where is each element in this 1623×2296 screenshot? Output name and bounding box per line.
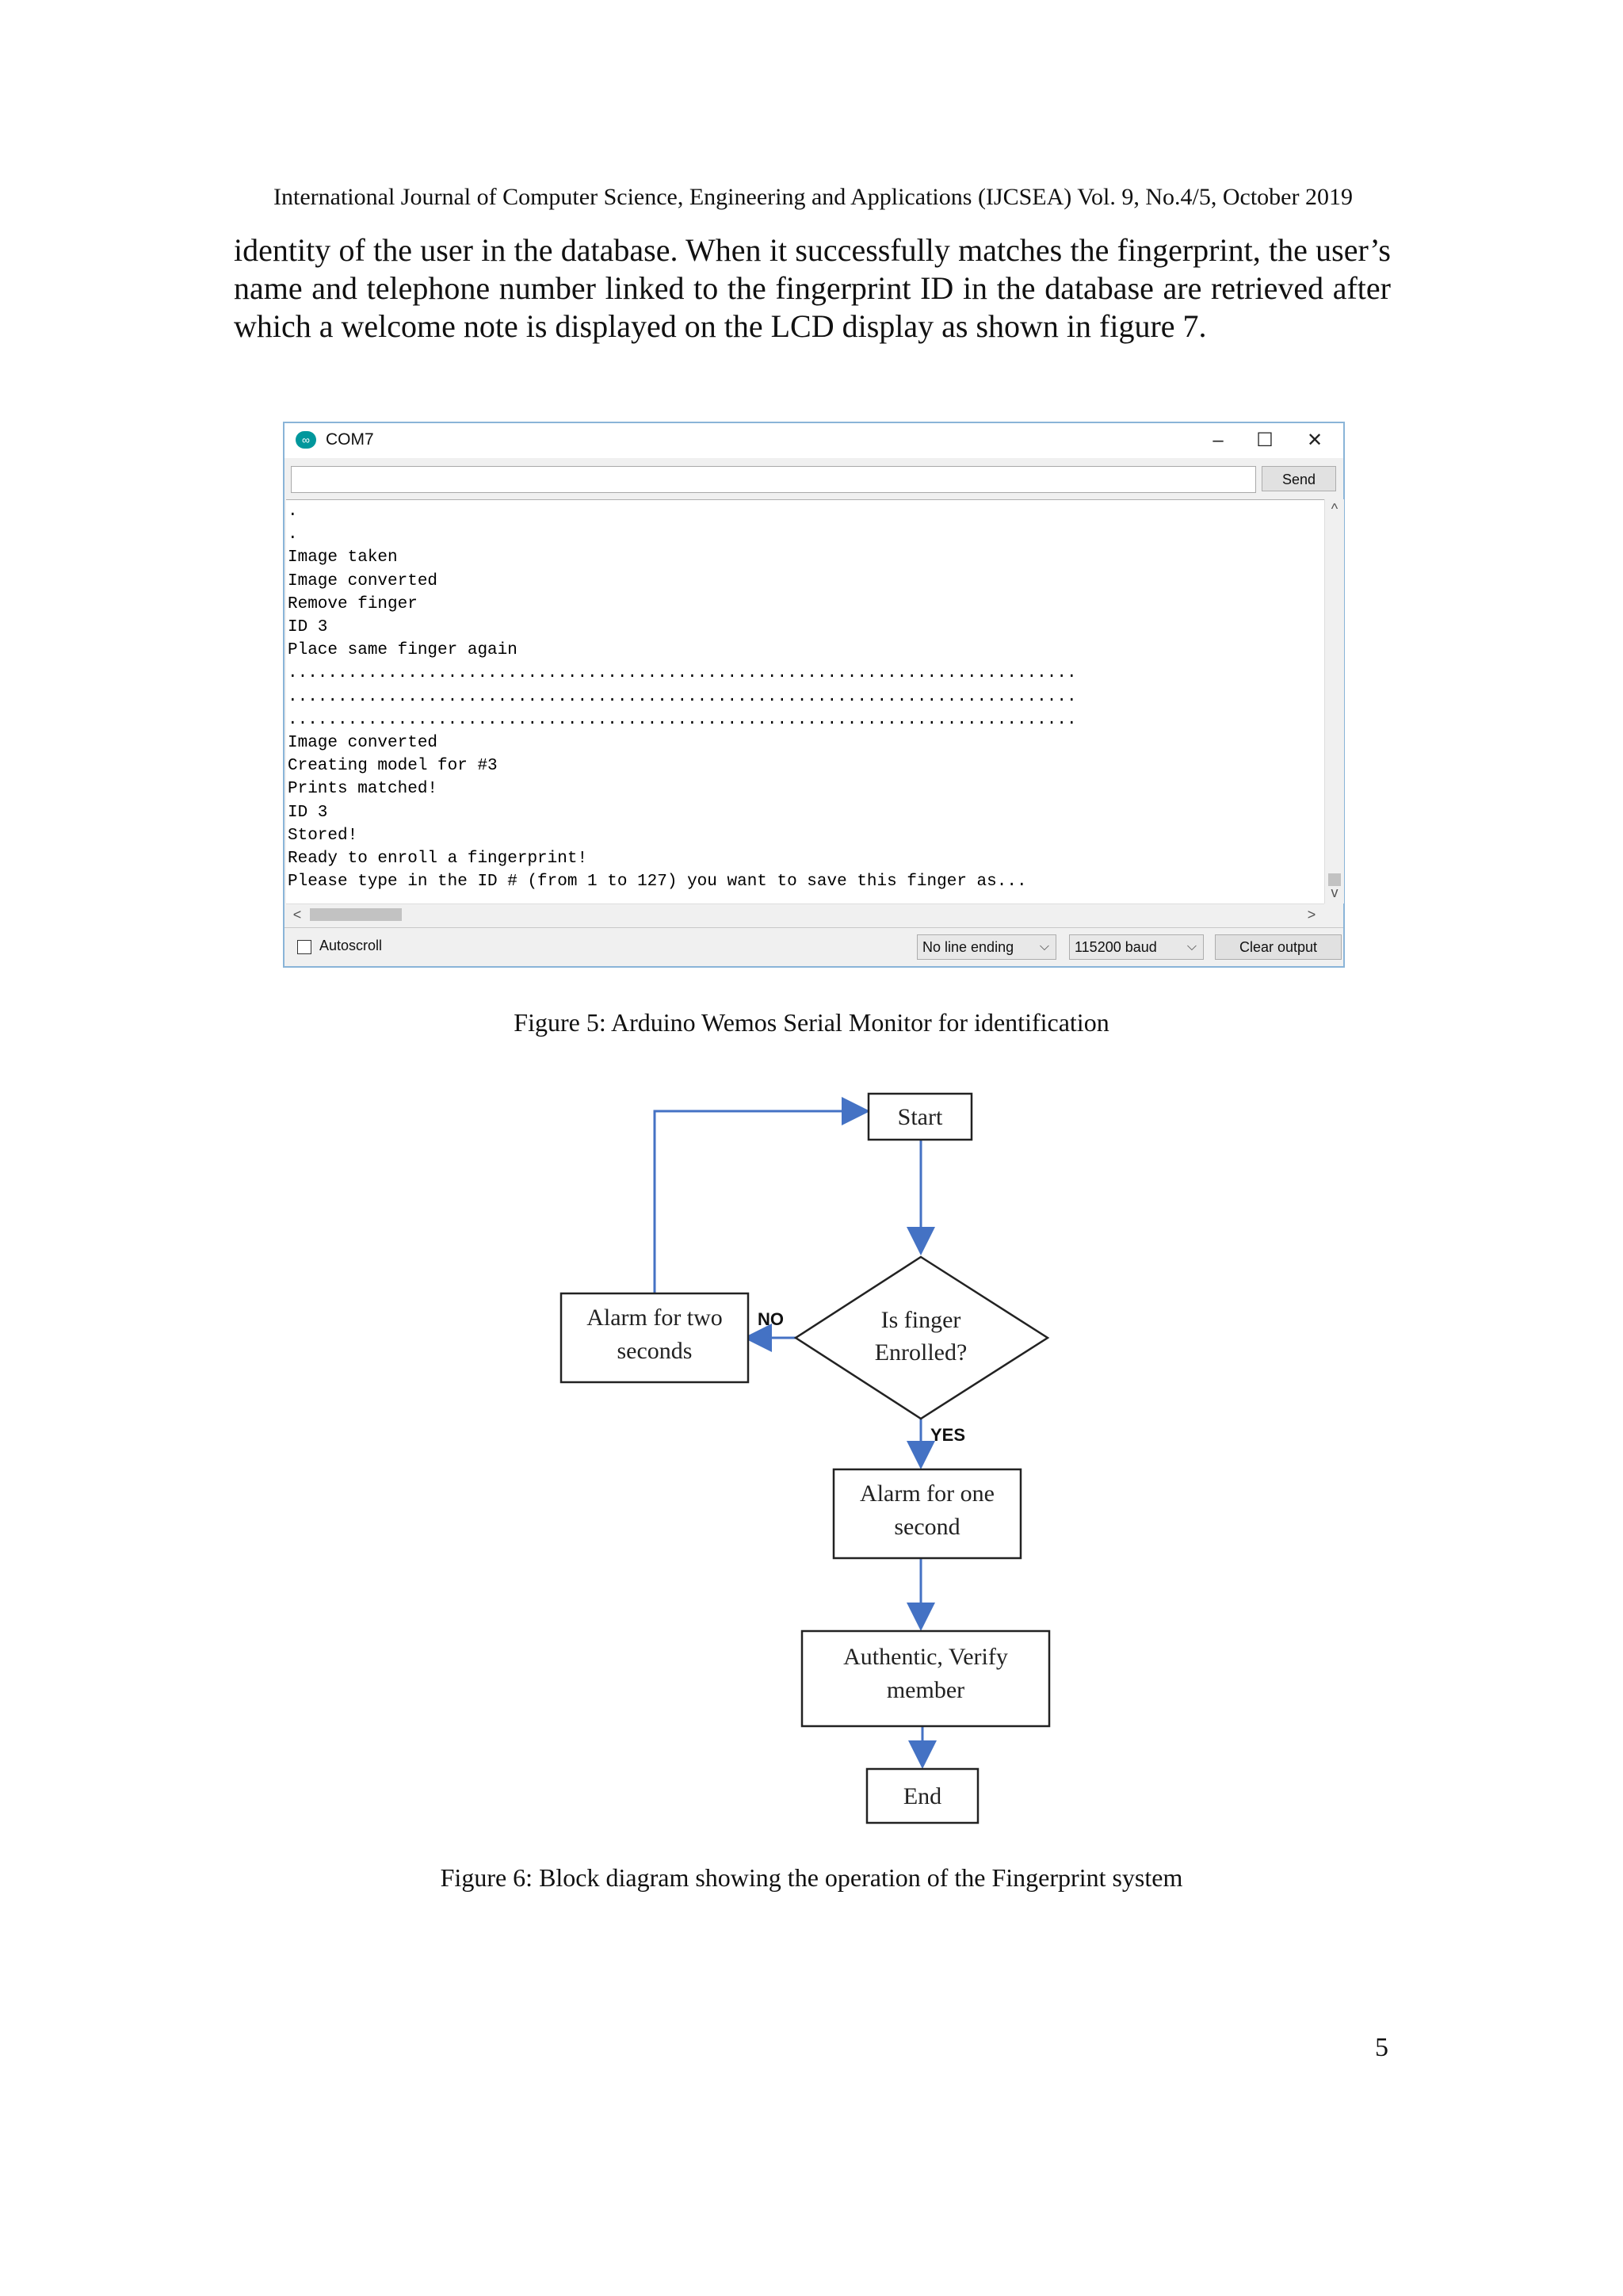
alarm-one-label-line2: second: [894, 1514, 960, 1540]
end-node: [865, 1767, 980, 1824]
decision-node: [793, 1255, 1050, 1420]
autoscroll-label: Autoscroll: [319, 938, 383, 953]
verify-label-line2: member: [887, 1677, 964, 1703]
body-paragraph: identity of the user in the database. Wh…: [234, 232, 1391, 344]
baud-rate-select[interactable]: 115200 baud ⌵: [1069, 934, 1204, 960]
output-line: ID 3: [288, 803, 328, 822]
vertical-scroll-thumb[interactable]: [1328, 873, 1341, 886]
edge-label-yes: YES: [930, 1425, 965, 1445]
line-ending-select[interactable]: No line ending ⌵: [917, 934, 1056, 960]
output-line: Image taken: [288, 548, 398, 567]
figure5-caption: Figure 5: Arduino Wemos Serial Monitor f…: [514, 1008, 1109, 1037]
output-line: Prints matched!: [288, 780, 438, 799]
minimize-button[interactable]: –: [1212, 430, 1224, 451]
output-line: Place same finger again: [288, 641, 517, 660]
vertical-scrollbar[interactable]: ^ v: [1324, 499, 1344, 904]
start-label: Start: [898, 1104, 943, 1130]
serial-input[interactable]: [291, 466, 1256, 493]
output-line: ........................................…: [288, 710, 1077, 729]
horizontal-scrollbar[interactable]: < >: [286, 904, 1324, 925]
scroll-right-icon[interactable]: >: [1307, 907, 1316, 923]
start-node: [867, 1092, 973, 1141]
clear-output-button[interactable]: Clear output: [1215, 934, 1342, 960]
edge-label-no: NO: [758, 1309, 784, 1329]
line-ending-value: No line ending: [922, 939, 1014, 955]
chevron-down-icon: ⌵: [1186, 940, 1197, 953]
title-bar: ∞ COM7 – ☐ ✕: [285, 423, 1343, 458]
monitor-footer: Autoscroll No line ending ⌵ 115200 baud …: [285, 927, 1343, 968]
decision-label-line1: Is finger: [881, 1307, 961, 1333]
output-line: .: [288, 525, 298, 544]
end-label: End: [903, 1783, 941, 1809]
alarm-two-label-line1: Alarm for two: [586, 1305, 723, 1331]
baud-rate-value: 115200 baud: [1075, 939, 1157, 955]
chevron-down-icon: ⌵: [1039, 940, 1049, 953]
edge-alarm-to-start: [653, 1097, 870, 1293]
output-line: Creating model for #3: [288, 757, 498, 776]
send-button[interactable]: Send: [1262, 466, 1336, 491]
scroll-down-icon[interactable]: v: [1331, 884, 1338, 900]
decision-label-line2: Enrolled?: [875, 1339, 968, 1366]
window-title: COM7: [326, 430, 374, 449]
arduino-icon: ∞: [296, 431, 316, 449]
figure6-caption: Figure 6: Block diagram showing the oper…: [440, 1863, 1183, 1892]
output-line: Ready to enroll a fingerprint!: [288, 850, 588, 869]
output-line: .: [288, 502, 298, 521]
autoscroll-checkbox[interactable]: [297, 940, 311, 954]
output-line: ........................................…: [288, 687, 1077, 706]
alarm-two-label-line2: seconds: [617, 1338, 693, 1364]
verify-member-node: [800, 1629, 1051, 1728]
output-line: Image converted: [288, 734, 438, 753]
close-button[interactable]: ✕: [1306, 430, 1323, 451]
running-header: International Journal of Computer Scienc…: [273, 184, 1353, 210]
output-line: Please type in the ID # (from 1 to 127) …: [288, 873, 1027, 892]
output-line: ID 3: [288, 618, 328, 637]
output-line: ........................................…: [288, 664, 1077, 683]
alarm-one-second-node: [832, 1468, 1022, 1560]
output-line: Stored!: [288, 826, 358, 845]
scroll-left-icon[interactable]: <: [292, 907, 302, 923]
output-line: Image converted: [288, 571, 438, 590]
maximize-button[interactable]: ☐: [1256, 430, 1274, 451]
horizontal-scroll-thumb[interactable]: [310, 908, 402, 921]
page-number: 5: [1375, 2033, 1388, 2062]
verify-label-line1: Authentic, Verify: [843, 1644, 1008, 1670]
output-line: Remove finger: [288, 594, 418, 613]
alarm-one-label-line1: Alarm for one: [860, 1480, 995, 1507]
scroll-up-icon[interactable]: ^: [1331, 501, 1338, 517]
alarm-two-seconds-node: [559, 1292, 750, 1384]
